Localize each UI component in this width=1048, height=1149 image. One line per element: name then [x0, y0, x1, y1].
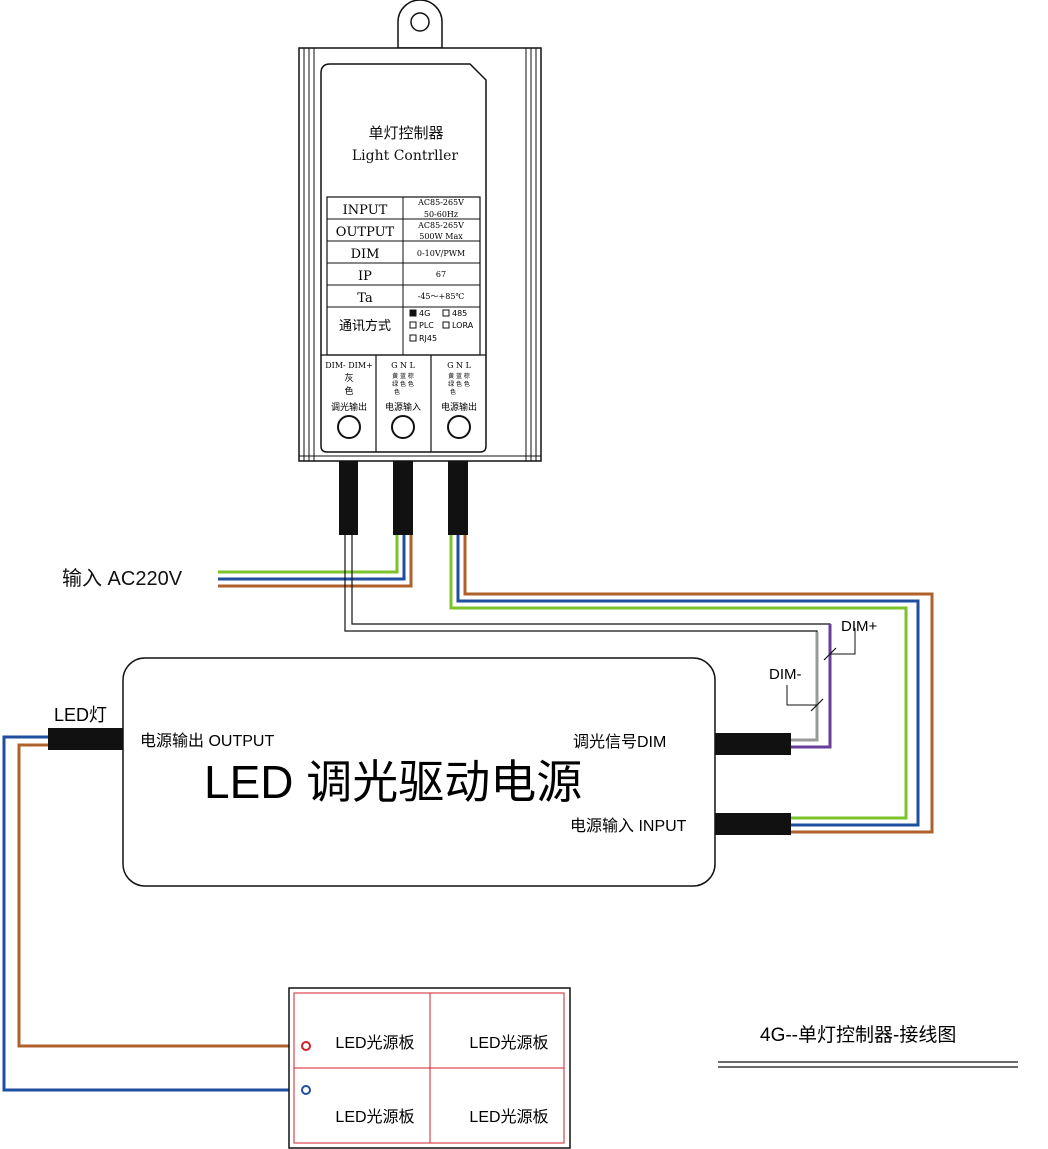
cable-stub-dim: [339, 461, 358, 535]
led-panel-1: LED光源板: [335, 1034, 414, 1052]
wire-led-brown: [17, 743, 306, 1048]
light-controller: 单灯控制器 Light Contrller INPUT AC85-265V 50…: [298, 0, 542, 535]
led-panel-3: LED光源板: [335, 1108, 414, 1126]
wire-pout-green: [449, 535, 908, 820]
wire-input-green: [218, 535, 399, 574]
comm-option-4g: 4G: [419, 309, 430, 318]
driver-output-label: 电源输出 OUTPUT: [140, 732, 274, 750]
port-pout-gland-icon: [447, 415, 471, 439]
port-pin-top: G N L: [391, 361, 415, 370]
wire-pout-brown: [463, 535, 934, 834]
panel-terminal-negative-icon: [301, 1085, 311, 1095]
led-panel-4: LED光源板: [469, 1108, 548, 1126]
wire-input-brown: [218, 535, 413, 588]
wire-dim-plus-purple: [788, 624, 832, 749]
diagram-title: 4G--单灯控制器-接线图: [760, 1024, 956, 1046]
spec-value-input-2: 50-60Hz: [424, 210, 458, 219]
checkbox-plc-icon: [409, 321, 417, 329]
led-panel-board: LED光源板 LED光源板 LED光源板 LED光源板: [288, 987, 571, 1149]
port-pin-gland-icon: [391, 415, 415, 439]
checkbox-4g-icon: [409, 309, 417, 317]
dim-markers: DIM+ DIM-: [769, 618, 877, 712]
port-panel: DIM- DIM+ 灰 色 调光输出 G N L 黄 蓝 棕 绿 色 色 色 电…: [321, 354, 486, 452]
dim-minus-label: DIM-: [769, 666, 802, 683]
wire-input-blue: [218, 535, 406, 581]
port-pout-sub2: 绿 色 色: [448, 380, 470, 388]
port-dim-label: 调光输出: [331, 401, 367, 413]
spec-label-output: OUTPUT: [336, 225, 395, 240]
controller-title-cn: 单灯控制器: [368, 124, 443, 142]
comm-option-rj45: RJ45: [419, 334, 437, 343]
comm-option-lora: LORA: [452, 321, 474, 330]
port-dim-sub2: 色: [344, 385, 353, 397]
driver-title: LED 调光驱动电源: [204, 756, 582, 808]
mounting-hole: [410, 12, 430, 32]
wires: [2, 535, 934, 1092]
cable-stub-power-out: [448, 461, 468, 535]
wire-pout-blue: [456, 535, 920, 827]
spec-label-ta: Ta: [357, 291, 373, 306]
spec-value-input: AC85-265V: [417, 198, 464, 207]
spec-value-ta: -45～+85℃: [418, 292, 465, 301]
spec-value-dim: 0-10V/PWM: [417, 249, 465, 258]
port-pin-sub1: 黄 蓝 棕: [392, 372, 414, 380]
spec-value-ip: 67: [436, 270, 446, 279]
port-dim-top: DIM- DIM+: [325, 361, 372, 370]
driver-body: [122, 657, 716, 887]
port-dim-sub1: 灰: [344, 372, 353, 384]
spec-table: INPUT AC85-265V 50-60Hz OUTPUT AC85-265V…: [326, 196, 481, 356]
comm-option-485: 485: [452, 309, 467, 318]
driver-dim-label: 调光信号DIM: [573, 733, 666, 751]
driver-output-cable: [48, 728, 123, 750]
spec-value-output-2: 500W Max: [419, 232, 463, 241]
port-pout-sub1: 黄 蓝 棕: [448, 372, 470, 380]
spec-label-dim: DIM: [351, 247, 380, 262]
spec-label-ip: IP: [358, 269, 372, 284]
dim-plus-label: DIM+: [841, 618, 877, 635]
panel-terminal-positive-icon: [301, 1041, 311, 1051]
spec-value-output: AC85-265V: [417, 221, 464, 230]
input-ac-label: 输入 AC220V: [62, 567, 183, 590]
wire-led-blue: [2, 735, 306, 1092]
controller-title-en: Light Contrller: [352, 148, 459, 164]
led-lamp-label: LED灯: [54, 705, 107, 725]
checkbox-485-icon: [442, 309, 450, 317]
comm-option-plc: PLC: [419, 321, 434, 330]
comm-label: 通讯方式: [339, 318, 391, 334]
checkbox-rj45-icon: [409, 334, 417, 342]
checkbox-lora-icon: [442, 321, 450, 329]
driver-dim-cable: [715, 733, 791, 755]
cable-stub-power-in: [393, 461, 413, 535]
spec-label-input: INPUT: [343, 203, 388, 218]
port-pout-label: 电源输出: [441, 401, 477, 413]
port-pin-sub3: 色: [394, 388, 400, 396]
wire-dim-minus-gray: [788, 632, 819, 742]
led-driver: 电源输出 OUTPUT LED 调光驱动电源 调光信号DIM 电源输入 INPU…: [48, 657, 791, 887]
driver-input-cable: [715, 813, 791, 835]
port-pin-label: 电源输入: [385, 401, 421, 413]
port-pout-sub3: 色: [450, 388, 456, 396]
port-pin-sub2: 绿 色 色: [392, 380, 414, 388]
port-pout-top: G N L: [447, 361, 471, 370]
driver-input-label: 电源输入 INPUT: [570, 817, 687, 835]
led-panel-2: LED光源板: [469, 1034, 548, 1052]
port-dim-gland-icon: [337, 415, 361, 439]
